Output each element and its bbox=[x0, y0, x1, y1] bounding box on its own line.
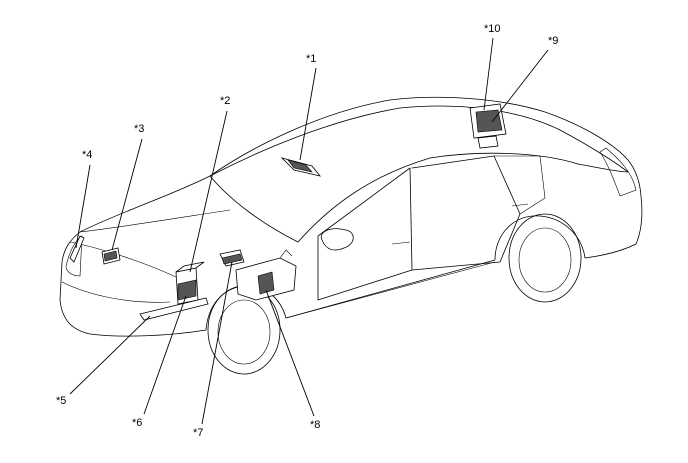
leader-9 bbox=[491, 49, 549, 123]
component-2-6-block bbox=[175, 261, 205, 305]
side-mirror bbox=[320, 228, 354, 251]
front-door-handle bbox=[391, 241, 411, 245]
rear-door bbox=[411, 155, 521, 271]
leader-1 bbox=[299, 67, 317, 161]
leader-4 bbox=[75, 164, 91, 249]
callout-4: *4 bbox=[82, 149, 92, 161]
components bbox=[69, 103, 507, 321]
rear-glass-line bbox=[429, 152, 579, 165]
leader-8 bbox=[265, 289, 315, 417]
component-7 bbox=[219, 249, 245, 267]
rear-glass-lower bbox=[577, 163, 629, 173]
side-sill bbox=[285, 261, 496, 319]
leader-7 bbox=[201, 261, 233, 425]
callout-10: *10 bbox=[484, 23, 501, 35]
leader-5 bbox=[69, 315, 151, 395]
hood-front-edge bbox=[69, 241, 191, 285]
bumper-line bbox=[61, 281, 171, 303]
a-pillar bbox=[297, 157, 431, 243]
component-8-transmission bbox=[235, 249, 297, 301]
leader-10 bbox=[483, 37, 494, 111]
front-door bbox=[317, 167, 413, 301]
leader-2 bbox=[189, 110, 228, 273]
leader-3 bbox=[111, 138, 143, 251]
component-5 bbox=[139, 297, 209, 321]
component-3 bbox=[101, 247, 121, 265]
hood-crease bbox=[79, 209, 231, 233]
callout-3: *3 bbox=[134, 123, 144, 135]
leader-lines bbox=[69, 37, 549, 425]
front-grille bbox=[65, 235, 83, 277]
component-1 bbox=[280, 157, 322, 177]
callout-5: *5 bbox=[56, 395, 66, 407]
cowl-line bbox=[209, 175, 299, 243]
callout-1: *1 bbox=[306, 53, 316, 65]
front-wheel-inner bbox=[217, 299, 271, 365]
callout-labels: *1 *2 *3 *4 *5 *6 *7 *8 *9 *10 bbox=[56, 23, 558, 439]
rear-door-handle bbox=[511, 203, 529, 207]
leader-6 bbox=[143, 295, 187, 415]
callout-2: *2 bbox=[220, 95, 230, 107]
car-body-outline bbox=[59, 96, 643, 337]
roof-line bbox=[209, 105, 629, 177]
rear-wheel-inner bbox=[518, 227, 572, 293]
callout-6: *6 bbox=[132, 417, 142, 429]
car-illustration bbox=[59, 96, 643, 375]
rear-quarter-window bbox=[494, 155, 546, 215]
rear-wheel-outer bbox=[508, 213, 582, 303]
callout-7: *7 bbox=[193, 427, 203, 439]
callout-9: *9 bbox=[548, 35, 558, 47]
rear-lamp bbox=[599, 147, 637, 197]
component-9-10-unit bbox=[469, 103, 507, 149]
callout-8: *8 bbox=[310, 419, 320, 431]
